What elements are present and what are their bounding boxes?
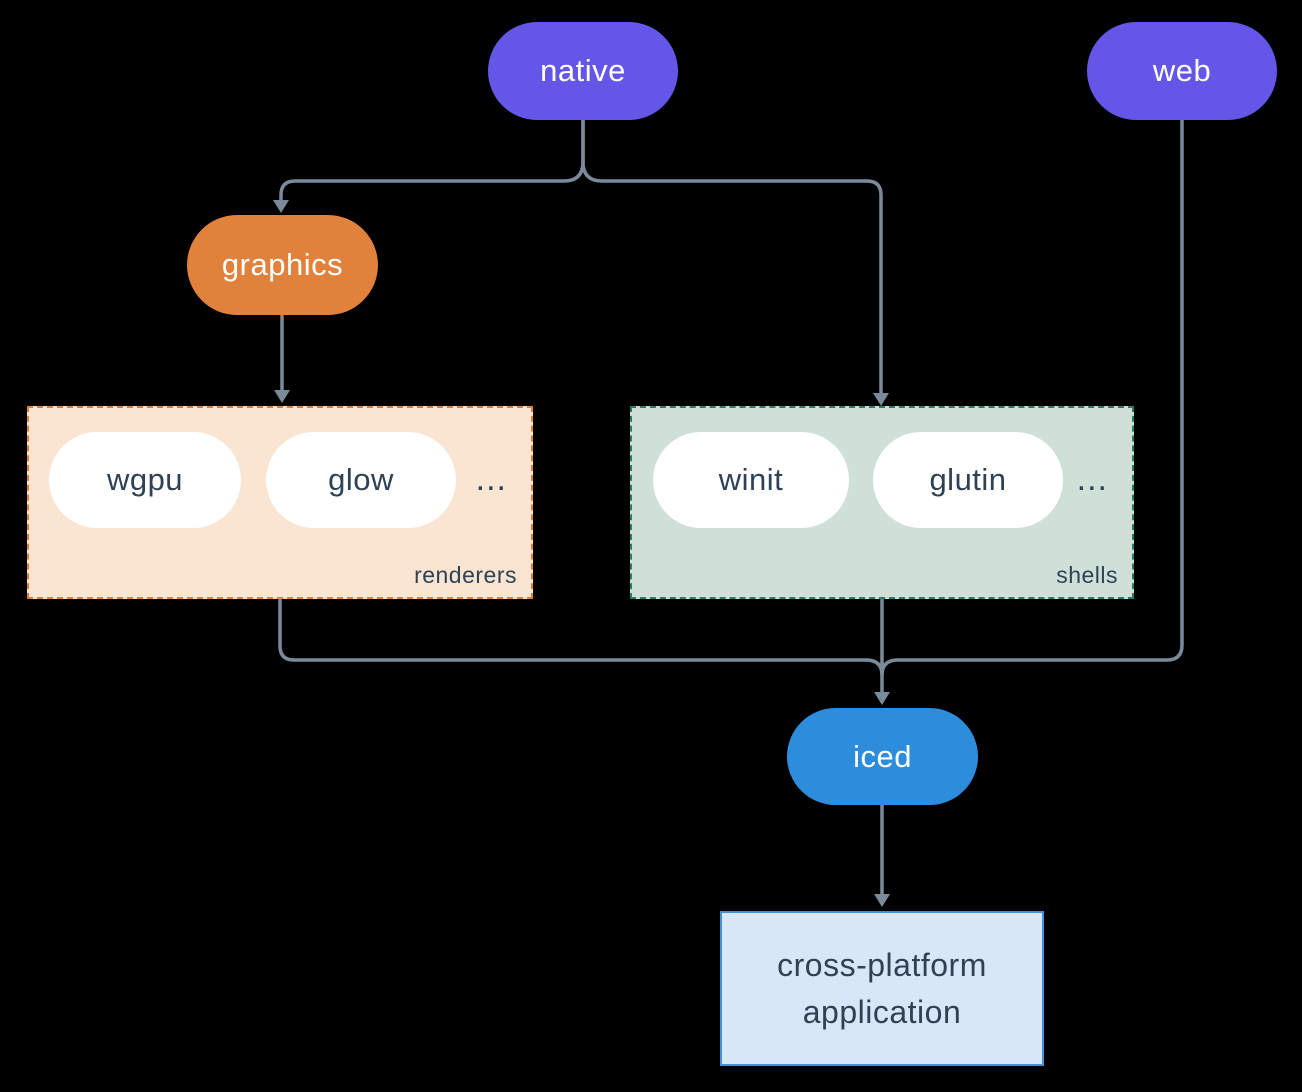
node-glow-label: glow bbox=[328, 462, 394, 497]
node-iced: iced bbox=[787, 708, 978, 805]
node-web: web bbox=[1087, 22, 1277, 120]
edge-web-to-iced bbox=[880, 120, 1184, 676]
group-renderers-label: renderers bbox=[414, 562, 517, 588]
shells-ellipsis: ... bbox=[1076, 460, 1108, 498]
node-web-label: web bbox=[1152, 53, 1212, 88]
edge-renderers-to-iced bbox=[278, 599, 884, 676]
node-glutin: glutin bbox=[873, 432, 1063, 528]
group-shells: winit glutin ... shells bbox=[630, 406, 1134, 599]
arrowhead-renderers bbox=[274, 390, 290, 403]
node-iced-label: iced bbox=[853, 738, 912, 774]
node-graphics-label: graphics bbox=[221, 247, 344, 282]
node-wgpu-label: wgpu bbox=[106, 462, 184, 497]
arrowhead-iced bbox=[874, 692, 890, 705]
group-renderers: wgpu glow ... renderers bbox=[27, 406, 533, 599]
node-application-label: cross-platform application bbox=[777, 946, 987, 1030]
renderers-ellipsis: ... bbox=[475, 460, 507, 498]
arrowhead-shells bbox=[873, 393, 889, 406]
node-winit-label: winit bbox=[718, 462, 784, 497]
node-winit: winit bbox=[653, 432, 849, 528]
node-glutin-label: glutin bbox=[929, 462, 1007, 497]
arrowhead-graphics bbox=[273, 200, 289, 213]
node-glow: glow bbox=[266, 432, 456, 528]
node-wgpu: wgpu bbox=[49, 432, 241, 528]
node-native: native bbox=[488, 22, 678, 120]
edge-native-to-graphics bbox=[279, 120, 585, 200]
arrowhead-application bbox=[874, 894, 890, 907]
group-shells-label: shells bbox=[1056, 562, 1118, 588]
edge-native-to-shells bbox=[581, 120, 883, 393]
node-native-label: native bbox=[540, 53, 626, 88]
node-graphics: graphics bbox=[187, 215, 378, 315]
node-cross-platform-application: cross-platform application bbox=[720, 911, 1044, 1066]
